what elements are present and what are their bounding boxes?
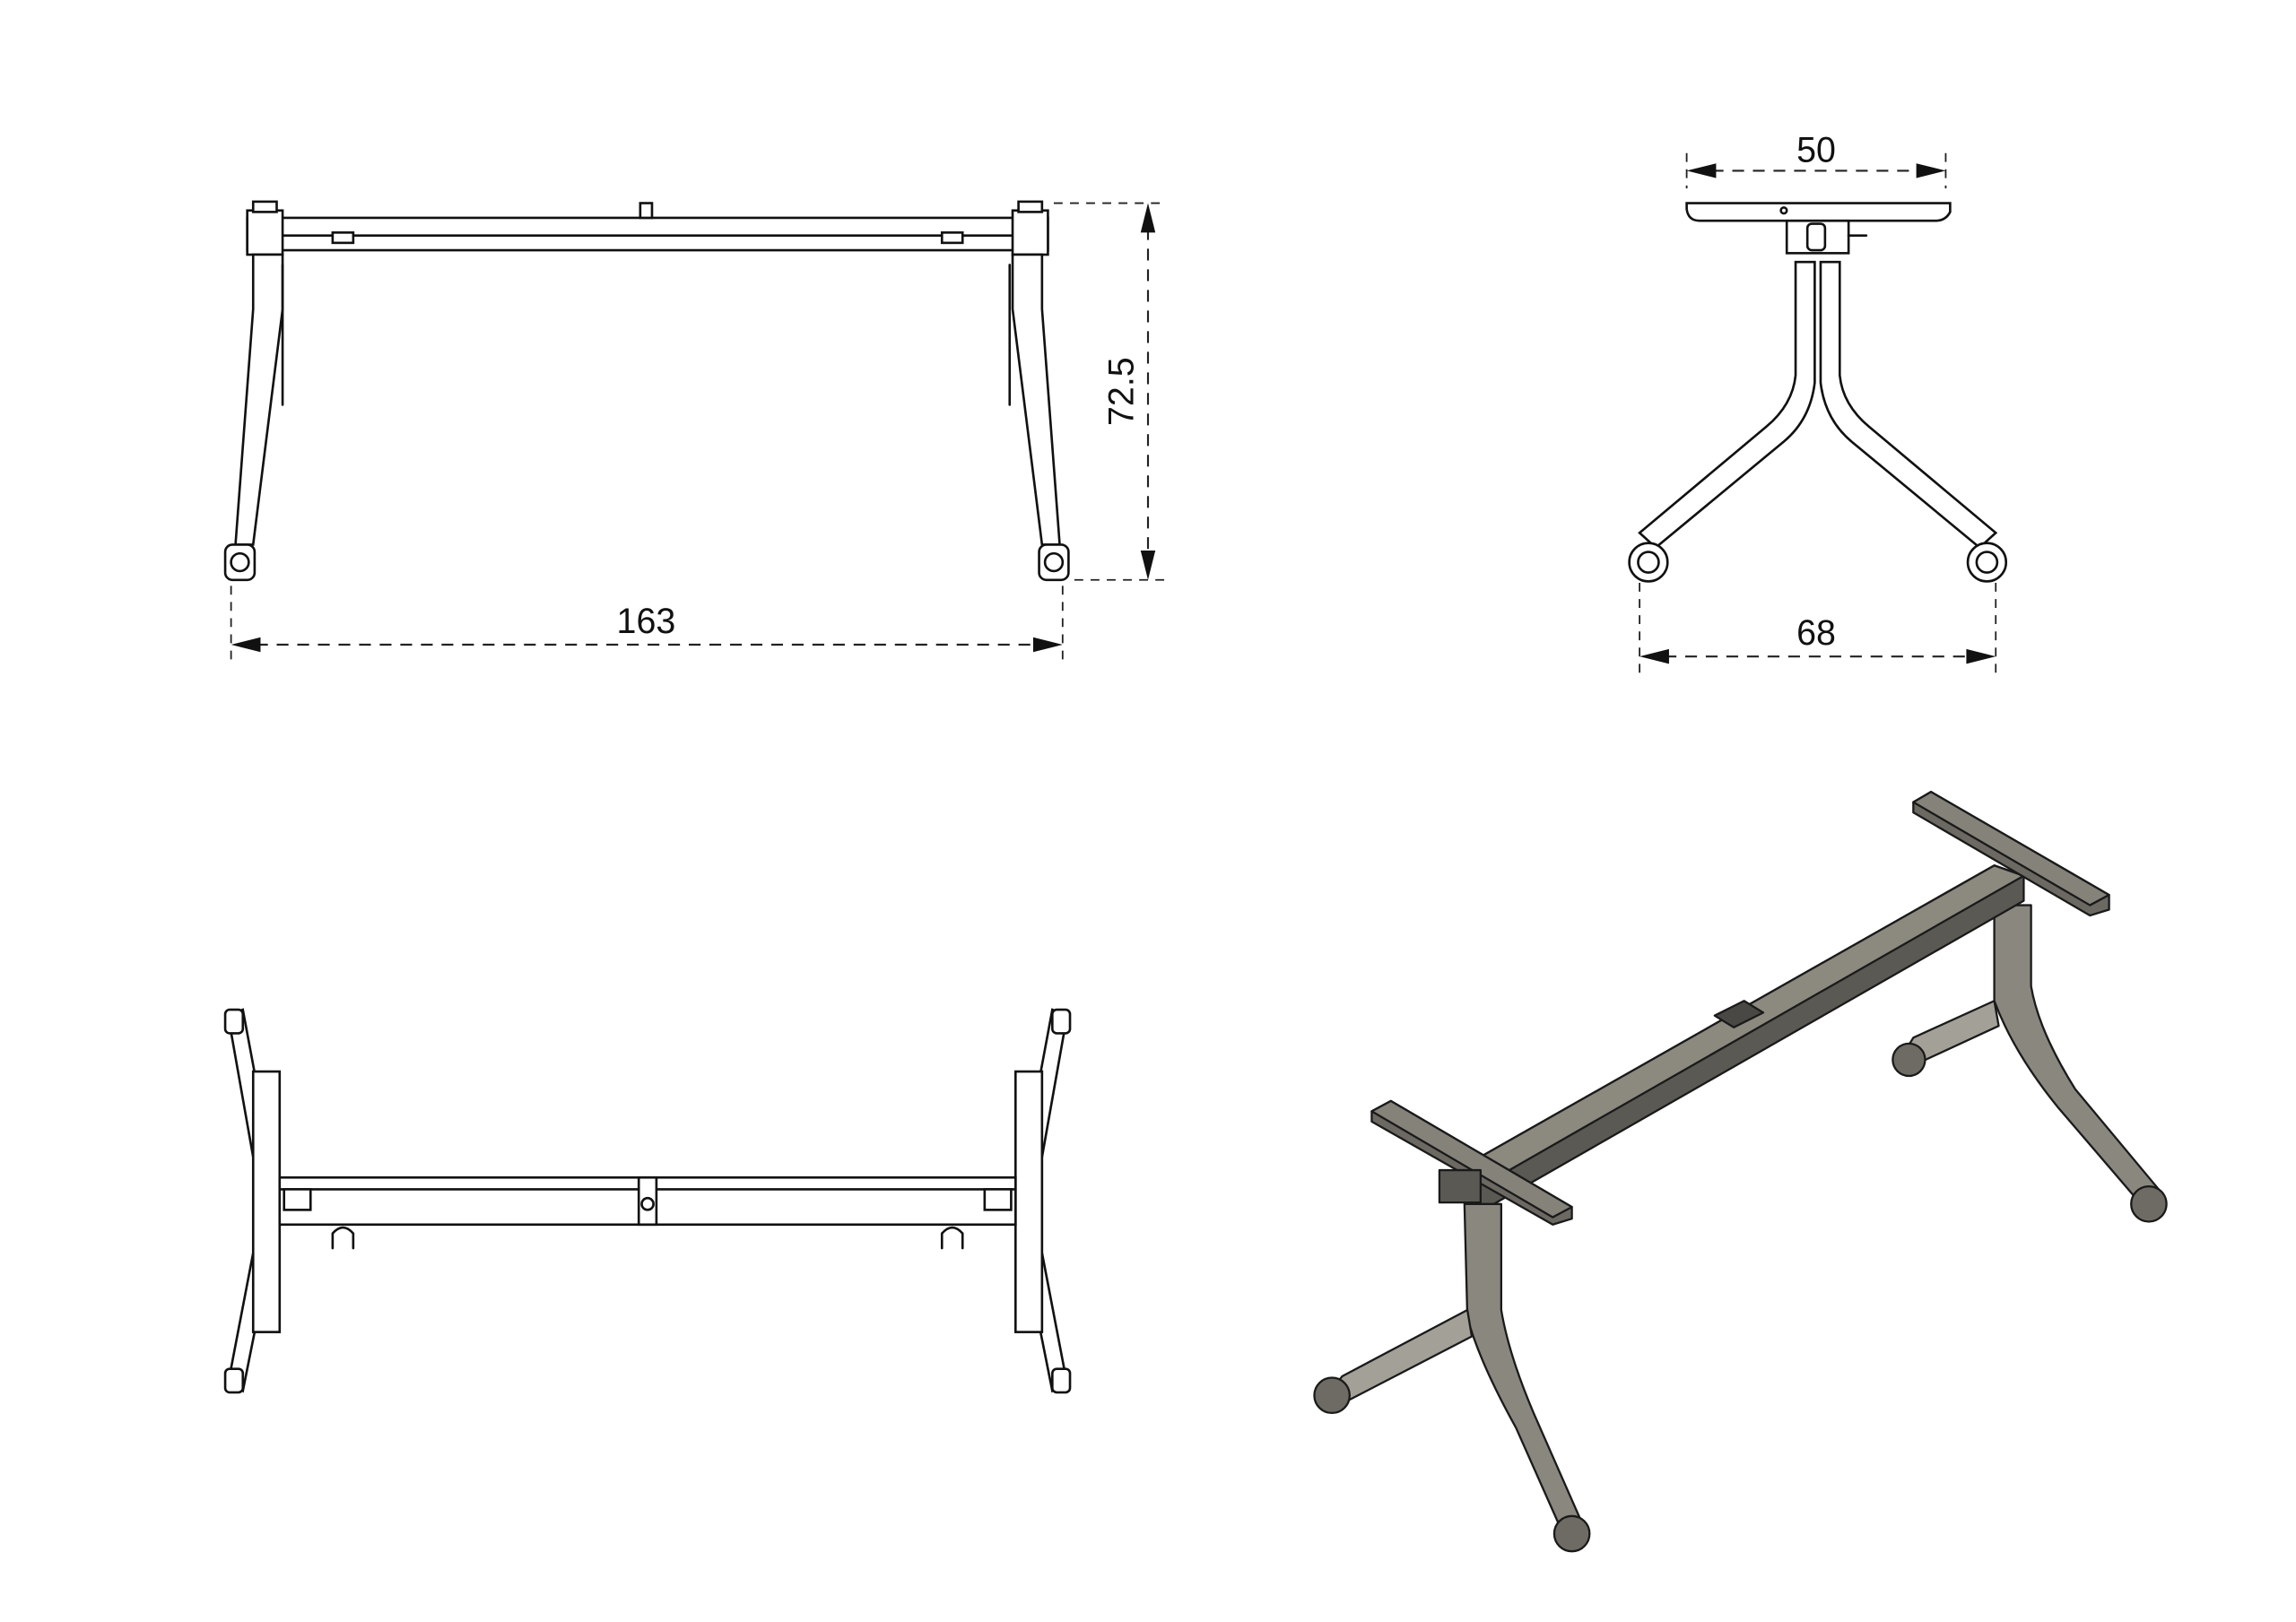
isometric-view	[1313, 791, 2168, 1553]
dimension-label-top-width: 50	[1796, 131, 1836, 170]
dimension-label-height: 72.5	[1102, 357, 1142, 426]
dimension-base-width-68: 68	[1639, 583, 1997, 674]
dimension-height-72-5: 72.5	[1053, 202, 1166, 581]
dimension-width-163: 163	[230, 585, 1064, 663]
front-view	[223, 200, 1070, 582]
side-view	[1628, 202, 2008, 583]
dimension-label-base-width: 68	[1796, 613, 1836, 653]
dimension-top-width-50: 50	[1685, 131, 1947, 189]
plan-view	[223, 1008, 1072, 1394]
dimension-label-width: 163	[617, 602, 676, 641]
